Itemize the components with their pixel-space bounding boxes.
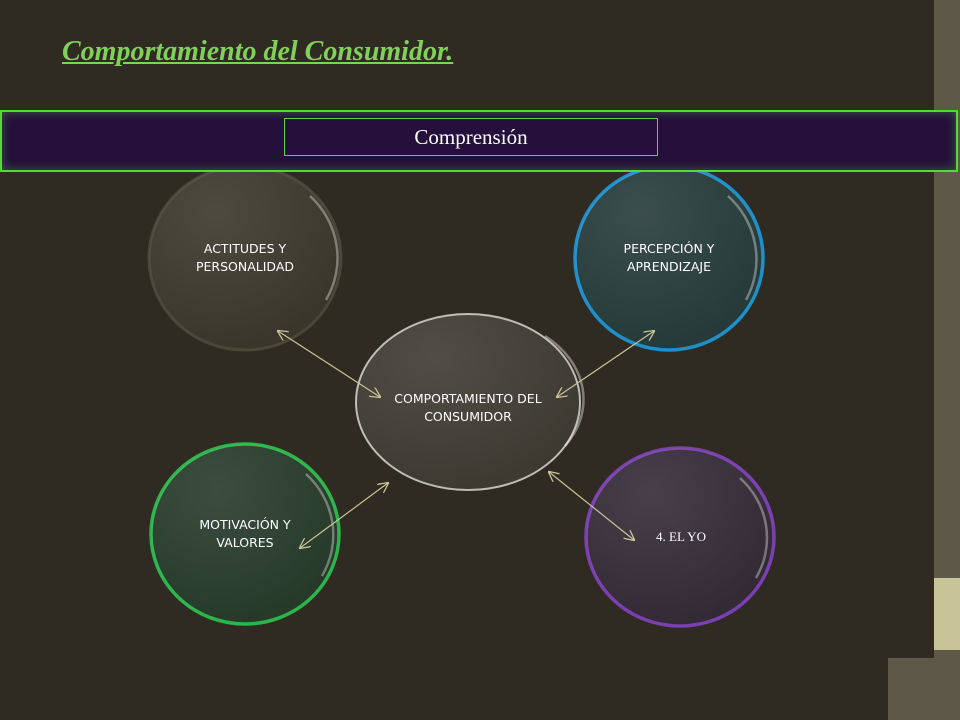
slide-title: Comportamiento del Consumidor.	[62, 36, 454, 67]
node-label-yo: 4. EL YO	[656, 528, 706, 544]
side-accent-block	[934, 578, 960, 650]
node-label-percepcion: PERCEPCIÓN Y APRENDIZAJE	[623, 240, 715, 274]
arrow-center-yo	[549, 472, 634, 540]
node-motivacion	[149, 442, 341, 626]
header-banner	[0, 110, 958, 172]
node-label-motivacion: MOTIVACIÓN Y VALORES	[199, 516, 291, 550]
banner-label: Comprensión	[284, 118, 658, 156]
node-label-center: COMPORTAMIENTO DEL CONSUMIDOR	[394, 390, 542, 424]
node-actitudes	[147, 164, 343, 352]
arrow-center-actitudes	[278, 331, 380, 397]
node-label-actitudes: ACTITUDES Y PERSONALIDAD	[195, 240, 295, 274]
node-center	[355, 313, 585, 491]
arrow-center-motivacion	[300, 483, 388, 548]
side-band-inner	[888, 0, 934, 658]
arrow-center-percepcion	[557, 331, 654, 397]
node-percepcion	[573, 164, 765, 352]
